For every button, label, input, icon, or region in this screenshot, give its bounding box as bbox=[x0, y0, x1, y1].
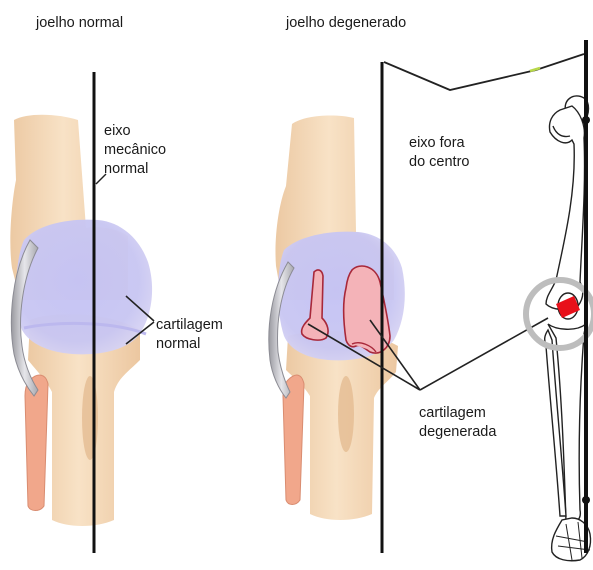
off-axis-connector-line bbox=[384, 54, 584, 90]
label-normal-axis-line3: normal bbox=[104, 160, 148, 178]
connector-highlight bbox=[530, 68, 540, 71]
label-degenerated-cartilage-line2: degenerada bbox=[419, 423, 496, 441]
title-normal-knee: joelho normal bbox=[36, 14, 123, 32]
axis-hip-point bbox=[582, 116, 590, 124]
label-off-center-axis-line2: do centro bbox=[409, 153, 469, 171]
leg-skeleton bbox=[545, 96, 591, 561]
normal-tibia-shading bbox=[82, 376, 98, 460]
degenerated-knee bbox=[269, 116, 405, 520]
normal-cartilage-region bbox=[16, 220, 152, 355]
label-off-center-axis-line1: eixo fora bbox=[409, 134, 465, 152]
axis-ankle-point bbox=[582, 496, 590, 504]
label-normal-cartilage-line2: normal bbox=[156, 335, 200, 353]
label-normal-axis-line2: mecânico bbox=[104, 141, 166, 159]
label-normal-cartilage-line1: cartilagem bbox=[156, 316, 223, 334]
title-degenerated-knee: joelho degenerado bbox=[286, 14, 406, 32]
label-normal-axis-line1: eixo bbox=[104, 122, 131, 140]
normal-fibula bbox=[25, 375, 48, 510]
degenerated-tibia-shading bbox=[338, 376, 354, 452]
label-degenerated-cartilage-line1: cartilagem bbox=[419, 404, 486, 422]
